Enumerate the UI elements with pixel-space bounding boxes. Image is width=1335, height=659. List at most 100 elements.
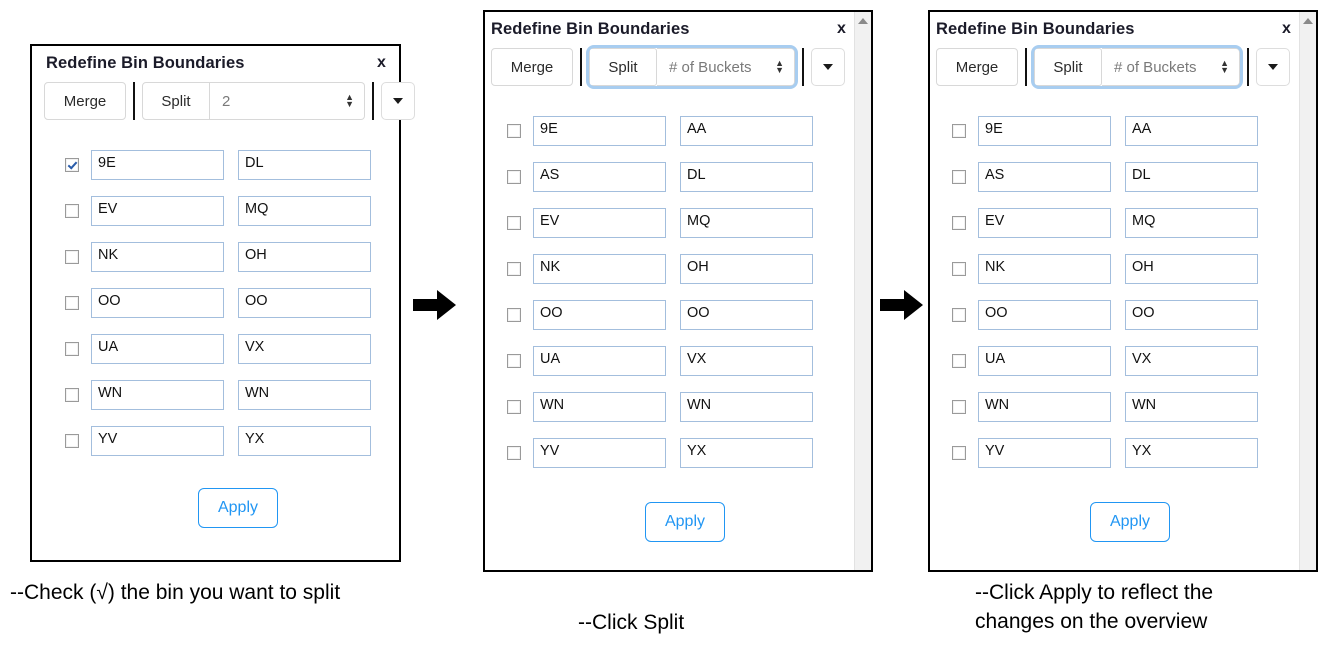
bin-left-input-6[interactable]: YV: [91, 426, 224, 456]
scroll-up-arrow-icon[interactable]: [858, 18, 868, 24]
row-checkbox-3[interactable]: [507, 262, 521, 276]
row-checkbox-5[interactable]: [952, 354, 966, 368]
bin-right-input-7[interactable]: YX: [1125, 438, 1258, 468]
stepper-up-icon[interactable]: ▲: [775, 58, 784, 68]
row-checkbox-4[interactable]: [507, 308, 521, 322]
bin-left-input-3[interactable]: NK: [533, 254, 666, 284]
bin-right-input-4[interactable]: VX: [238, 334, 371, 364]
bin-right-input-5[interactable]: VX: [680, 346, 813, 376]
merge-button[interactable]: Merge: [491, 48, 573, 86]
row-checkbox-0[interactable]: [952, 124, 966, 138]
bin-right-input-5[interactable]: VX: [1125, 346, 1258, 376]
close-icon[interactable]: x: [1282, 20, 1291, 37]
bin-left-input-3[interactable]: NK: [978, 254, 1111, 284]
row-checkbox-2[interactable]: [65, 250, 79, 264]
bin-left-input-1[interactable]: AS: [533, 162, 666, 192]
bin-left-input-0[interactable]: 9E: [533, 116, 666, 146]
stepper-down-icon[interactable]: ▼: [775, 65, 784, 75]
bin-right-input-6[interactable]: WN: [1125, 392, 1258, 422]
row-checkbox-1[interactable]: [507, 170, 521, 184]
row-checkbox-5[interactable]: [65, 388, 79, 402]
row-checkbox-5[interactable]: [507, 354, 521, 368]
vertical-scrollbar[interactable]: [854, 12, 871, 570]
row-checkbox-4[interactable]: [65, 342, 79, 356]
bin-left-input-7[interactable]: YV: [978, 438, 1111, 468]
bin-left-input-5[interactable]: UA: [533, 346, 666, 376]
bin-right-input-5[interactable]: WN: [238, 380, 371, 410]
bin-left-input-4[interactable]: OO: [533, 300, 666, 330]
buckets-stepper[interactable]: 2▲▼: [210, 82, 365, 120]
dropdown-caret-button[interactable]: [811, 48, 845, 86]
bin-left-input-5[interactable]: UA: [978, 346, 1111, 376]
bin-left-input-1[interactable]: AS: [978, 162, 1111, 192]
bin-right-input-0[interactable]: DL: [238, 150, 371, 180]
row-checkbox-1[interactable]: [65, 204, 79, 218]
merge-button[interactable]: Merge: [936, 48, 1018, 86]
bin-left-input-7[interactable]: YV: [533, 438, 666, 468]
row-checkbox-3[interactable]: [952, 262, 966, 276]
row-checkbox-0[interactable]: [65, 158, 79, 172]
row-checkbox-0[interactable]: [507, 124, 521, 138]
merge-button[interactable]: Merge: [44, 82, 126, 120]
row-checkbox-7[interactable]: [952, 446, 966, 460]
apply-button[interactable]: Apply: [1090, 502, 1170, 542]
stepper-up-icon[interactable]: ▲: [345, 92, 354, 102]
bin-right-input-2[interactable]: MQ: [1125, 208, 1258, 238]
split-button[interactable]: Split: [589, 48, 657, 86]
bin-left-input-4[interactable]: OO: [978, 300, 1111, 330]
dropdown-caret-button[interactable]: [1256, 48, 1290, 86]
buckets-stepper[interactable]: # of Buckets▲▼: [657, 48, 795, 86]
row-checkbox-1[interactable]: [952, 170, 966, 184]
row-checkbox-2[interactable]: [507, 216, 521, 230]
vertical-scrollbar[interactable]: [1299, 12, 1316, 570]
bin-left-input-1[interactable]: EV: [91, 196, 224, 226]
apply-button[interactable]: Apply: [198, 488, 278, 528]
stepper-down-icon[interactable]: ▼: [1220, 65, 1229, 75]
buckets-stepper[interactable]: # of Buckets▲▼: [1102, 48, 1240, 86]
split-button[interactable]: Split: [1034, 48, 1102, 86]
bin-left-input-6[interactable]: WN: [978, 392, 1111, 422]
row-checkbox-6[interactable]: [65, 434, 79, 448]
bin-right-input-3[interactable]: OH: [1125, 254, 1258, 284]
bin-right-input-3[interactable]: OO: [238, 288, 371, 318]
stepper-arrows-icon[interactable]: ▲▼: [345, 92, 354, 109]
bin-right-input-3[interactable]: OH: [680, 254, 813, 284]
row-checkbox-4[interactable]: [952, 308, 966, 322]
bin-left-input-3[interactable]: OO: [91, 288, 224, 318]
stepper-arrows-icon[interactable]: ▲▼: [1220, 58, 1229, 75]
row-checkbox-7[interactable]: [507, 446, 521, 460]
bin-left-input-4[interactable]: UA: [91, 334, 224, 364]
dropdown-caret-button[interactable]: [381, 82, 415, 120]
bin-right-input-1[interactable]: MQ: [238, 196, 371, 226]
apply-button[interactable]: Apply: [645, 502, 725, 542]
bin-left-input-6[interactable]: WN: [533, 392, 666, 422]
row-checkbox-3[interactable]: [65, 296, 79, 310]
bin-left-input-0[interactable]: 9E: [978, 116, 1111, 146]
bin-right-input-1[interactable]: DL: [680, 162, 813, 192]
bin-right-input-1[interactable]: DL: [1125, 162, 1258, 192]
bin-right-input-0[interactable]: AA: [680, 116, 813, 146]
bin-right-input-4[interactable]: OO: [1125, 300, 1258, 330]
close-icon[interactable]: x: [377, 54, 386, 71]
bin-right-input-7[interactable]: YX: [680, 438, 813, 468]
bin-right-input-6[interactable]: YX: [238, 426, 371, 456]
split-button[interactable]: Split: [142, 82, 210, 120]
stepper-up-icon[interactable]: ▲: [1220, 58, 1229, 68]
bin-left-input-2[interactable]: EV: [978, 208, 1111, 238]
row-checkbox-6[interactable]: [952, 400, 966, 414]
bin-right-input-2[interactable]: MQ: [680, 208, 813, 238]
stepper-down-icon[interactable]: ▼: [345, 99, 354, 109]
bin-right-input-6[interactable]: WN: [680, 392, 813, 422]
bin-left-input-2[interactable]: NK: [91, 242, 224, 272]
bin-left-input-0[interactable]: 9E: [91, 150, 224, 180]
bin-left-input-5[interactable]: WN: [91, 380, 224, 410]
row-checkbox-2[interactable]: [952, 216, 966, 230]
bin-left-input-2[interactable]: EV: [533, 208, 666, 238]
stepper-arrows-icon[interactable]: ▲▼: [775, 58, 784, 75]
bin-right-input-2[interactable]: OH: [238, 242, 371, 272]
scroll-up-arrow-icon[interactable]: [1303, 18, 1313, 24]
bin-right-input-0[interactable]: AA: [1125, 116, 1258, 146]
row-checkbox-6[interactable]: [507, 400, 521, 414]
bin-right-input-4[interactable]: OO: [680, 300, 813, 330]
close-icon[interactable]: x: [837, 20, 846, 37]
